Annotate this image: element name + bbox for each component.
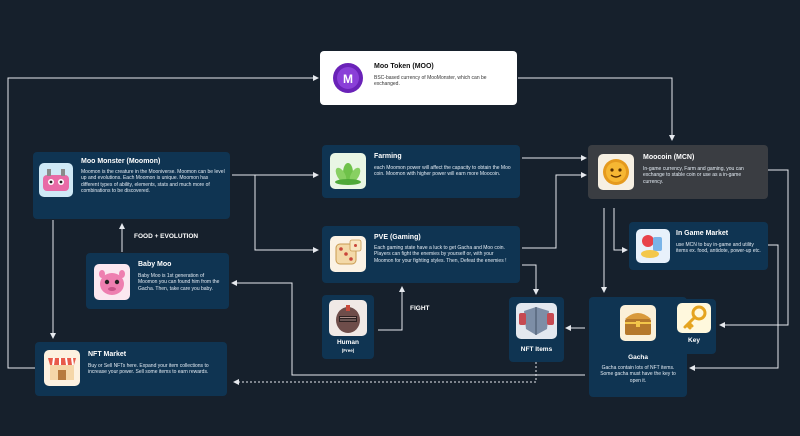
- lotus-icon: [330, 153, 366, 189]
- human-title: Human: [336, 339, 360, 346]
- moocoin-card: Moocoin (MCN) In-game currency, Farm and…: [588, 145, 768, 199]
- food-items-icon: [636, 229, 670, 263]
- moo-monster-card: Moo Monster (Moomon) Moomon is the creat…: [33, 152, 230, 219]
- in-game-market-desc: use MCN to buy in-game and utility items…: [676, 242, 761, 255]
- arrow-gacha-to-baby: [231, 280, 585, 376]
- baby-moo-desc: Baby Moo is 1st generation of Moomon you…: [138, 273, 220, 292]
- arrow-nftitems-to-market: [233, 362, 537, 385]
- baby-moo-card: Baby Moo Baby Moo is 1st generation of M…: [86, 253, 229, 309]
- moo-token-title: Moo Token (MOO): [374, 63, 434, 70]
- arrow-human-to-pve: [378, 286, 405, 331]
- moocoin-desc: In-game currency, Farm and gaming, you c…: [643, 166, 744, 185]
- pve-title: PVE (Gaming): [374, 234, 421, 241]
- gacha-title: Gacha: [628, 354, 648, 361]
- key-title: Key: [688, 337, 700, 344]
- farming-title: Farming: [374, 153, 402, 160]
- arrow-pve-to-moocoin: [522, 172, 587, 249]
- arrow-moocoin-right-loop: [719, 169, 789, 328]
- moocoin-title: Moocoin (MCN): [643, 154, 695, 161]
- moo-token-card: M Moo Token (MOO) BSC-based currency of …: [320, 51, 517, 105]
- dice-icon: [330, 236, 366, 272]
- moo-token-desc: BSC-based currency of MooMonster, which …: [374, 75, 487, 88]
- in-game-market-title: In Game Market: [676, 230, 729, 237]
- nft-market-card: NFT Market Buy or Sell NFTs here. Expand…: [35, 342, 227, 396]
- coin-icon: [598, 154, 634, 190]
- arrow-market-to-gacha: [689, 244, 779, 371]
- farming-desc: each Moomon power will affect the capaci…: [374, 165, 511, 178]
- arrow-moocoin-to-ingame: [613, 208, 628, 253]
- nft-market-title: NFT Market: [88, 351, 127, 358]
- farming-card: Farming each Moomon power will affect th…: [322, 145, 520, 198]
- nft-market-desc: Buy or Sell NFTs here. Expand your item …: [88, 363, 209, 376]
- arrow-token-to-moocoin: [518, 77, 675, 141]
- moo-monster-title: Moo Monster (Moomon): [81, 158, 161, 165]
- gacha-card: Gacha Gacha contain lots of NFT items. S…: [589, 297, 687, 397]
- svg-text:M: M: [343, 72, 353, 86]
- fight-label: FIGHT: [410, 305, 430, 312]
- arrow-market-to-token: [7, 75, 319, 369]
- key-icon: [677, 303, 711, 333]
- in-game-market-card: In Game Market use MCN to buy in-game an…: [629, 222, 768, 270]
- nft-items-card: NFT Items: [509, 297, 564, 362]
- human-card: Human (Free): [322, 295, 374, 359]
- market-stall-icon: [44, 350, 80, 386]
- armor-icon: [516, 303, 557, 339]
- gacha-desc: Gacha contain lots of NFT items. Some ga…: [600, 365, 676, 384]
- human-sub: (Free): [341, 348, 355, 353]
- pve-card: PVE (Gaming) Each gaming state have a lu…: [322, 226, 520, 283]
- moomon-creature-icon: [39, 163, 73, 197]
- treasure-chest-icon: [620, 305, 656, 341]
- pve-desc: Each gaming state have a luck to get Gac…: [374, 245, 507, 264]
- baby-moo-title: Baby Moo: [138, 261, 172, 268]
- food-evolution-label: FOOD + EVOLUTION: [134, 233, 199, 240]
- baby-moo-icon: [94, 264, 130, 300]
- key-card: Key: [672, 299, 716, 354]
- moo-monster-desc: Moomon is the creature in the Mooniverse…: [81, 169, 225, 195]
- arrow-moomon-to-pve: [232, 174, 319, 253]
- human-helmet-icon: [329, 300, 367, 336]
- arrow-pve-to-nftitems: [522, 264, 539, 295]
- moo-logo-icon: M: [330, 60, 366, 96]
- nft-items-title: NFT Items: [520, 346, 553, 353]
